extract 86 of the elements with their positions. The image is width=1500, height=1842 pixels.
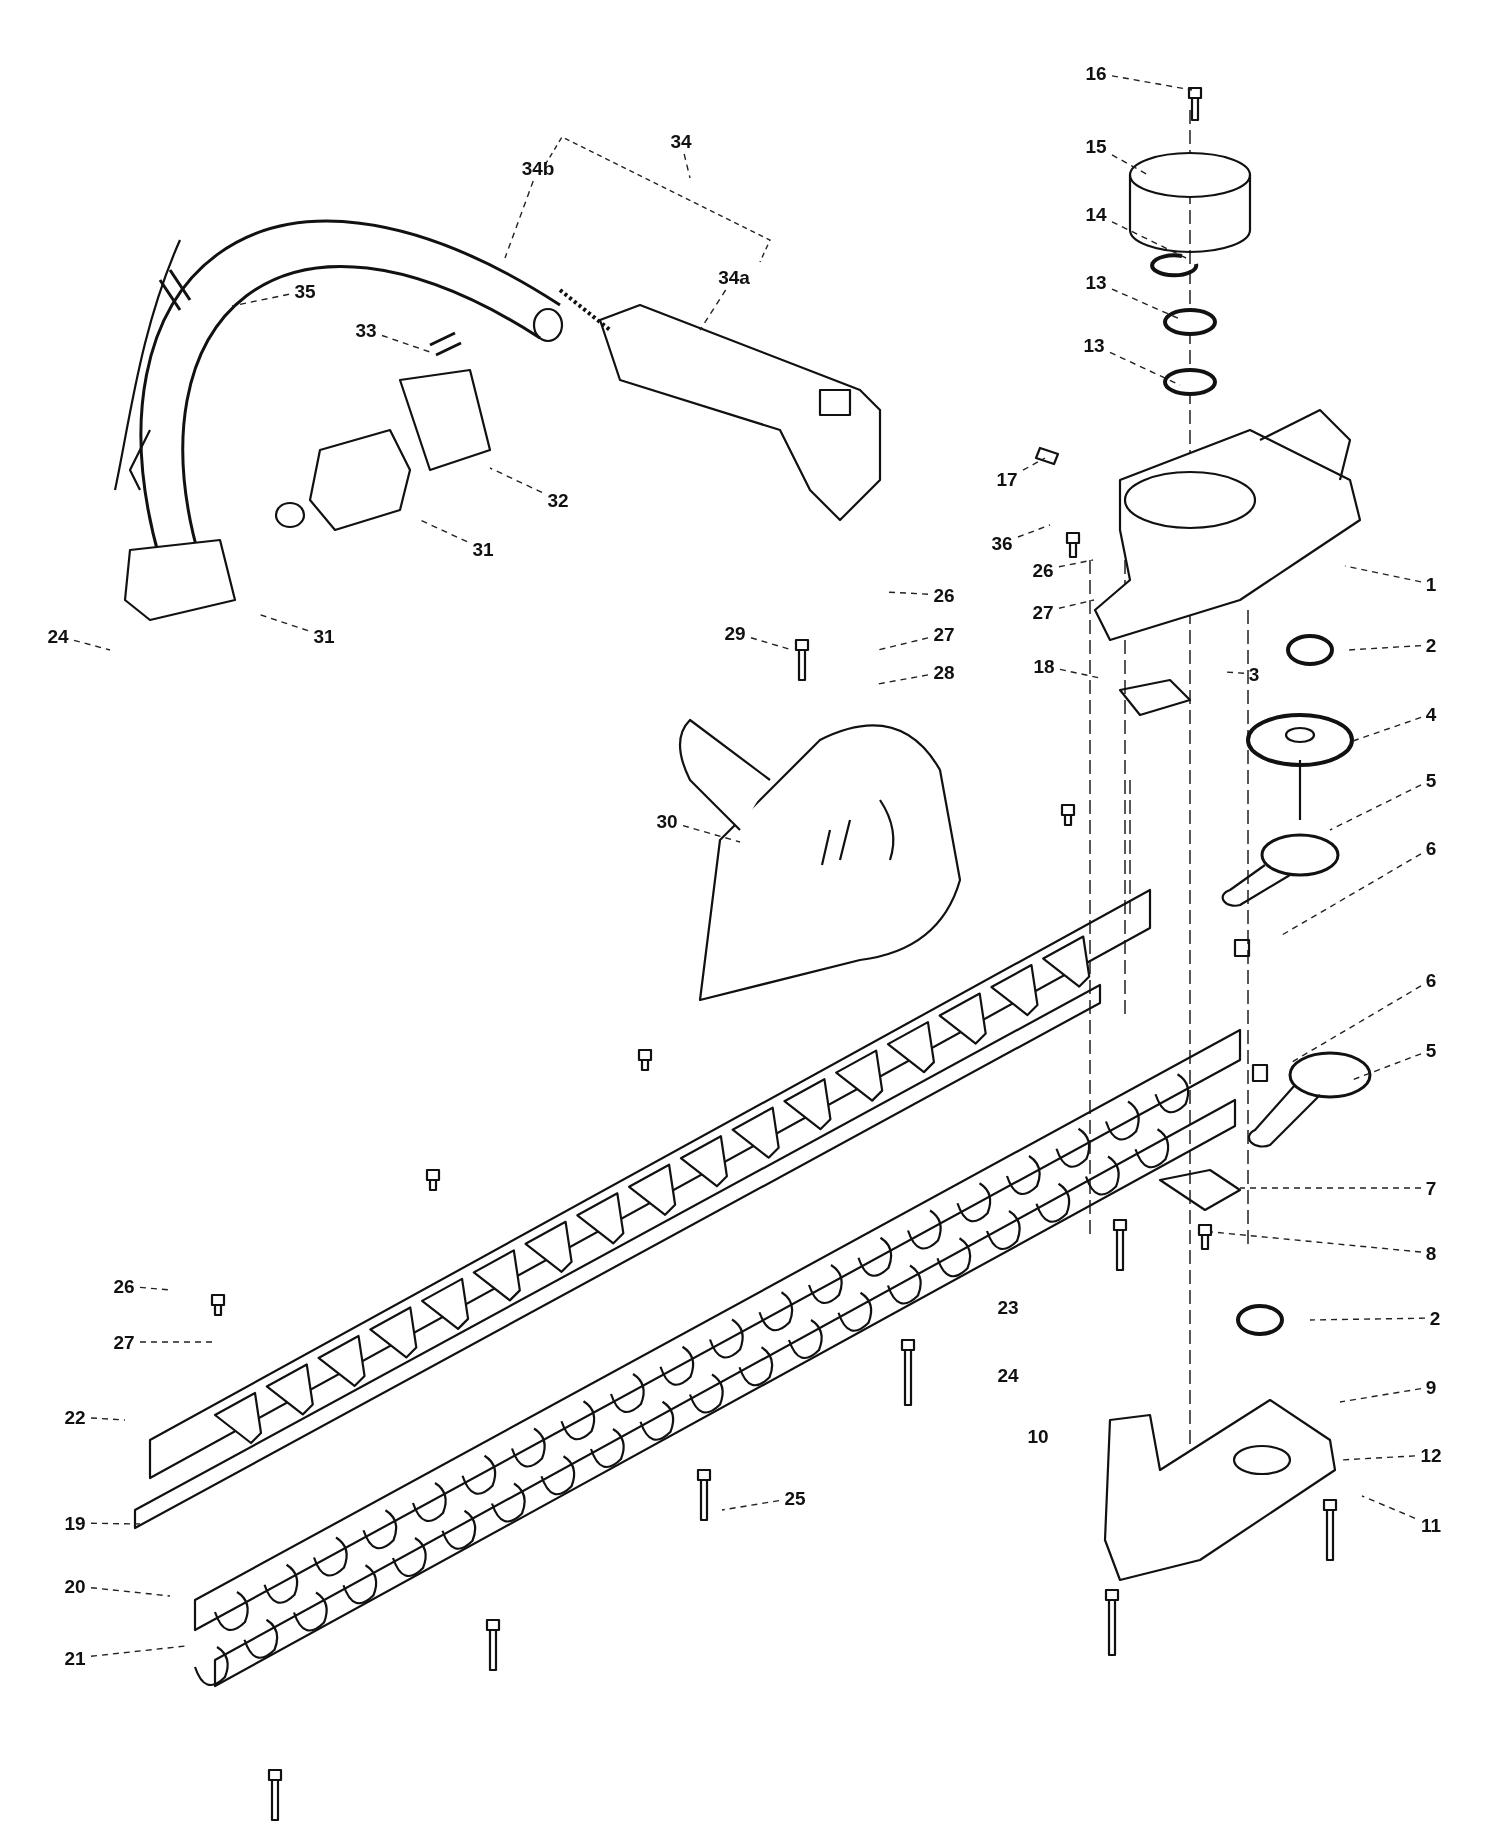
callout-number: 27 (108, 1329, 140, 1355)
leader-line (1344, 565, 1422, 583)
callout-number: 13 (1078, 332, 1110, 358)
leader-line (1058, 559, 1094, 568)
callout-number: 18 (1028, 653, 1060, 679)
leader-line (1111, 75, 1193, 91)
leader-line (1361, 1495, 1416, 1519)
callout-number: 30 (651, 808, 683, 834)
leader-line (257, 613, 309, 632)
leader-line (73, 639, 111, 651)
leader-line (877, 637, 929, 651)
callout-number: 3 (1244, 661, 1264, 687)
callout-number: 1 (1421, 571, 1441, 597)
callout-number: 11 (1415, 1512, 1447, 1538)
callout-number: 28 (928, 659, 960, 685)
callout-number: 32 (542, 487, 574, 513)
callout-number: 20 (59, 1573, 91, 1599)
callout-number: 7 (1421, 1175, 1441, 1201)
callout-number: 2 (1421, 632, 1441, 658)
callout-number: 34b (516, 155, 560, 181)
callout-number: 5 (1421, 1037, 1441, 1063)
leader-line (1347, 644, 1422, 651)
callout-number: 8 (1421, 1240, 1441, 1266)
callout-number: 5 (1421, 767, 1441, 793)
callout-number: 36 (986, 530, 1018, 556)
callout-number: 23 (997, 1297, 1019, 1317)
leader-line (1309, 1317, 1426, 1321)
leader-line (1351, 1053, 1422, 1081)
callout-number: 31 (308, 623, 340, 649)
callout-number: 34 (665, 128, 697, 154)
callout-number: 19 (59, 1510, 91, 1536)
callout-number: 34a (712, 264, 756, 290)
leader-line (1329, 784, 1422, 831)
leader-line (1017, 524, 1051, 538)
callout-number: 4 (1421, 701, 1441, 727)
callout-number: 27 (1027, 599, 1059, 625)
leader-line (90, 1587, 171, 1597)
leader-line (682, 824, 741, 843)
leader-line (877, 674, 929, 685)
callout-number: 24 (997, 1365, 1019, 1385)
leader-line (381, 334, 431, 353)
leader-line (1058, 599, 1095, 609)
leader-line (419, 519, 468, 543)
callout-number: 26 (108, 1273, 140, 1299)
leader-line (1339, 1387, 1422, 1403)
callout-number: 25 (779, 1485, 811, 1511)
leader-line (1239, 1187, 1422, 1189)
callout-number: 16 (1080, 60, 1112, 86)
leader-line (1225, 671, 1245, 674)
callout-number: 21 (59, 1645, 91, 1671)
leader-line (1111, 221, 1187, 259)
leader-line (90, 1417, 126, 1421)
callout-number: 26 (928, 582, 960, 608)
callout-number: 2 (1425, 1305, 1445, 1331)
leader-line (1291, 985, 1422, 1063)
callout-number: 22 (59, 1404, 91, 1430)
leader-line (231, 293, 290, 307)
leader-line (683, 153, 691, 179)
callout-number: 13 (1080, 269, 1112, 295)
leader-line (1281, 853, 1422, 936)
leader-line (699, 289, 727, 331)
leader-line (1059, 668, 1101, 679)
leader-line (504, 180, 534, 259)
callout-number: 6 (1421, 835, 1441, 861)
callout-number: 17 (991, 466, 1023, 492)
callout-number: 10 (1027, 1426, 1049, 1446)
callout-number: 29 (719, 620, 751, 646)
callout-number: 6 (1421, 967, 1441, 993)
callout-number: 15 (1080, 133, 1112, 159)
callout-number: 12 (1415, 1442, 1447, 1468)
callout-number: 26 (1027, 557, 1059, 583)
leader-line (721, 1499, 780, 1511)
callout-number: 31 (467, 536, 499, 562)
leader-line (1211, 1231, 1422, 1253)
callout-number: 9 (1421, 1374, 1441, 1400)
leader-line (90, 1645, 187, 1657)
callout-number: 14 (1080, 201, 1112, 227)
callout-number: 27 (928, 621, 960, 647)
leader-line (139, 1286, 171, 1291)
callout-number: 35 (289, 278, 321, 304)
leader-line (1022, 457, 1046, 471)
leader-line (489, 467, 543, 494)
callout-number: 33 (350, 317, 382, 343)
callout-number: 24 (42, 623, 74, 649)
leader-line (139, 1341, 213, 1343)
leader-line (90, 1522, 141, 1525)
